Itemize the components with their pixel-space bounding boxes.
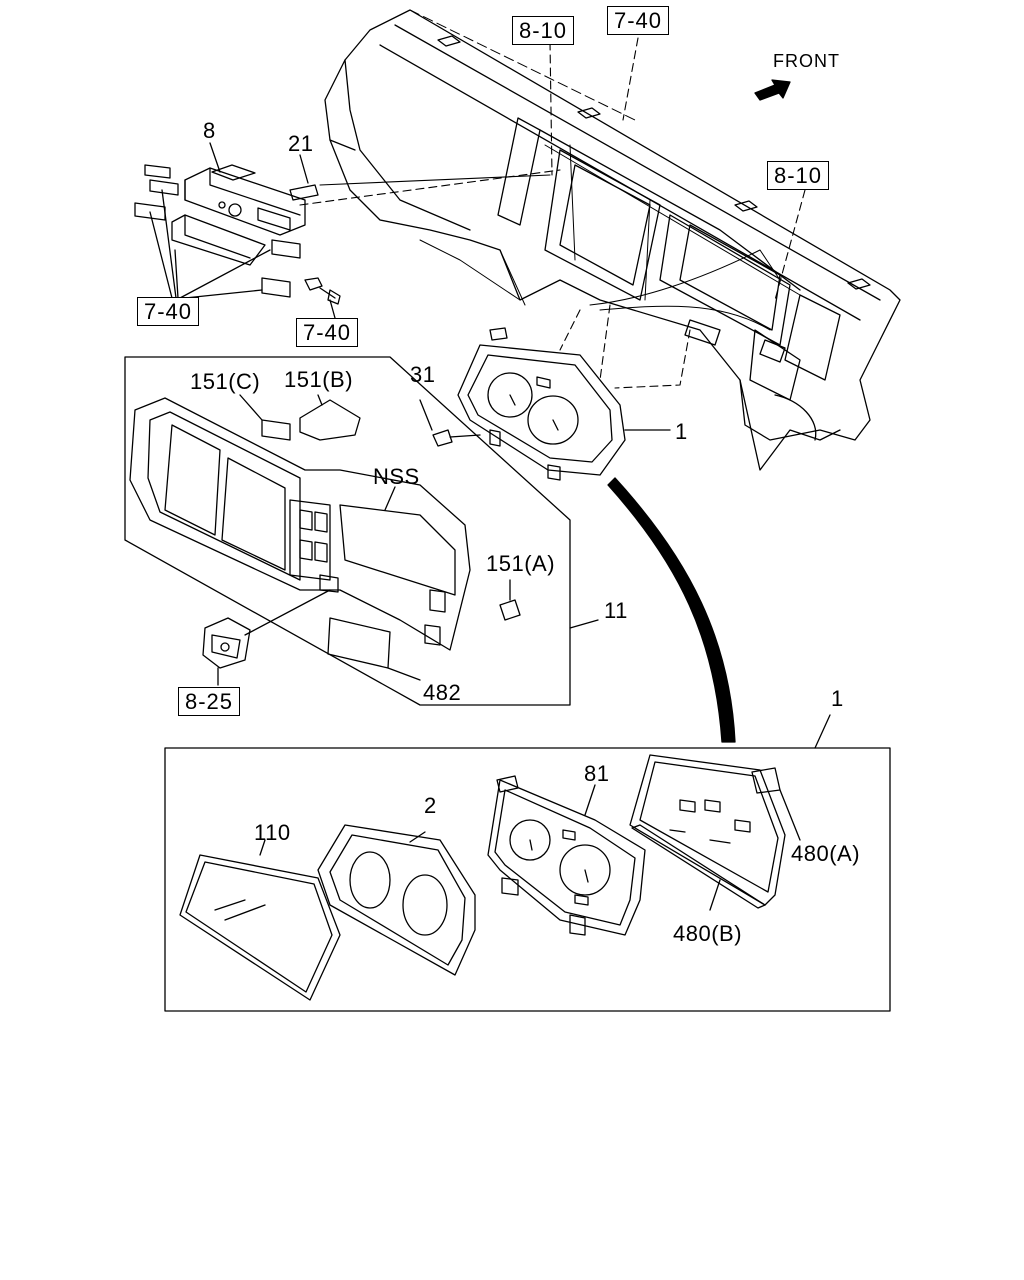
gauge-housing-2 — [317, 824, 476, 976]
ref-7-40-left[interactable]: 7-40 — [137, 297, 200, 326]
part-label-1-box: 1 — [831, 686, 844, 711]
bezel-11 — [129, 394, 599, 681]
part-label-480a: 480(A) — [791, 841, 861, 866]
part-label-480b: 480(B) — [673, 921, 743, 946]
part-label-81: 81 — [584, 761, 610, 786]
ref-7-40-mid[interactable]: 7-40 — [296, 318, 359, 347]
lens-110 — [179, 839, 341, 1001]
ref-8-10-top[interactable]: 8-10 — [512, 16, 575, 45]
part-label-11: 11 — [604, 598, 628, 623]
curved-arrow — [607, 477, 736, 743]
part-label-1-top: 1 — [675, 419, 688, 444]
dial-plate-81 — [487, 775, 646, 936]
part-label-151a: 151(A) — [486, 551, 556, 576]
part-label-8: 8 — [203, 118, 216, 143]
part-8-unit — [134, 142, 341, 319]
part-label-482: 482 — [423, 680, 462, 705]
cluster-assembly-1 — [419, 327, 671, 481]
ref-8-25[interactable]: 8-25 — [178, 687, 241, 716]
front-label: FRONT — [773, 51, 840, 71]
ref-7-40-top[interactable]: 7-40 — [607, 6, 670, 35]
ref-8-10-right[interactable]: 8-10 — [767, 161, 830, 190]
part-label-151b: 151(B) — [284, 367, 354, 392]
front-arrow-icon — [754, 79, 791, 101]
part-label-31: 31 — [410, 362, 436, 387]
part-label-110: 110 — [254, 820, 291, 845]
exploded-box-outline — [164, 747, 891, 1012]
bezel-box-outline — [124, 356, 571, 706]
part-label-21: 21 — [288, 131, 314, 156]
part-label-nss: NSS — [373, 464, 420, 489]
part-label-151c: 151(C) — [190, 369, 261, 394]
circuit-board-480 — [629, 754, 801, 911]
dashboard-panel — [324, 9, 901, 471]
switch-8-25 — [202, 589, 331, 686]
part-label-2: 2 — [424, 793, 437, 818]
